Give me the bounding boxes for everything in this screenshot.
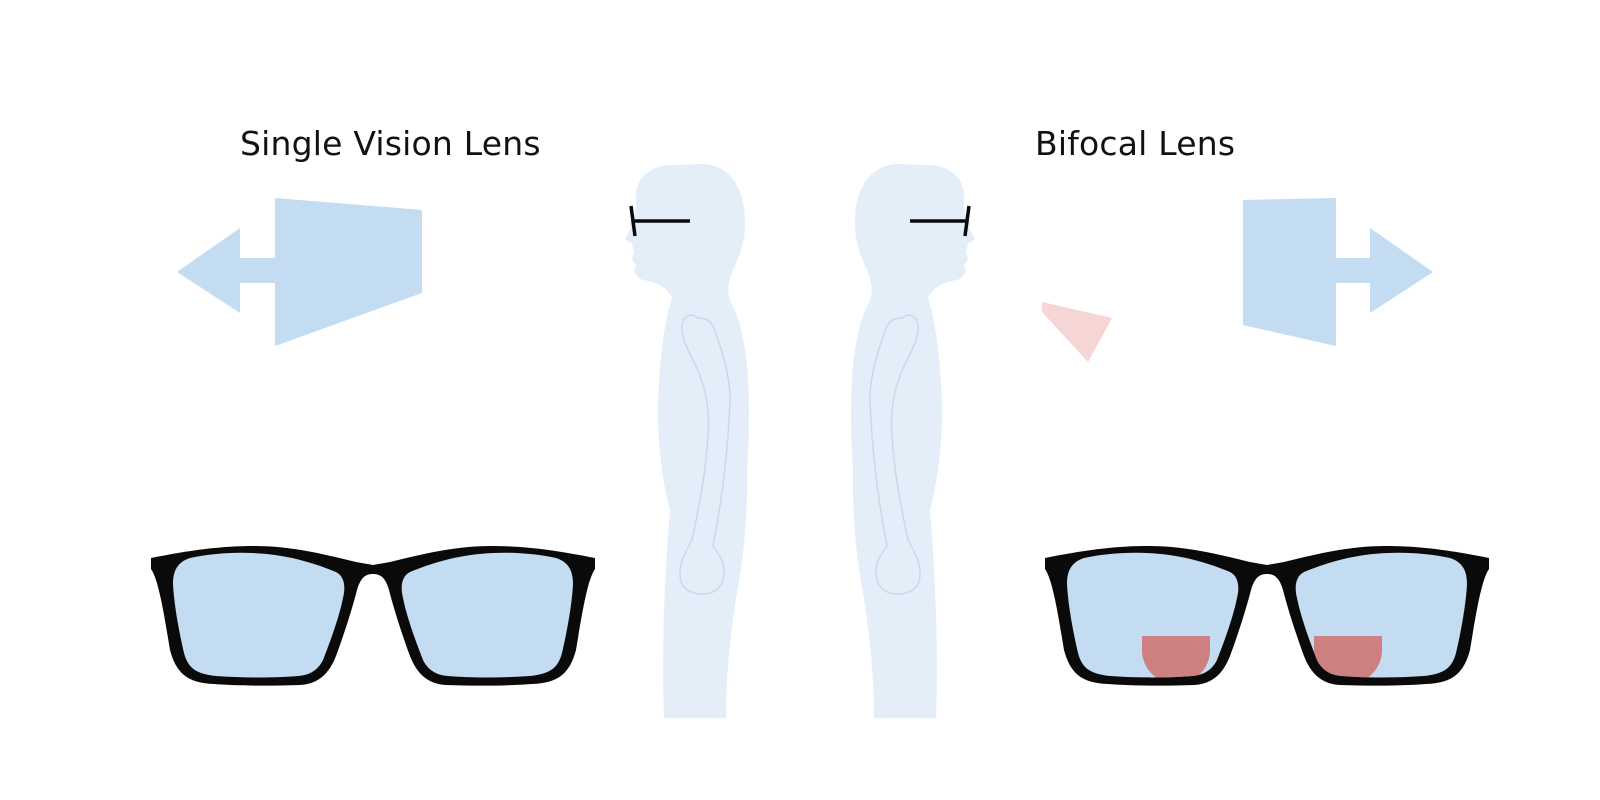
right-arrow-field-icon [1243,198,1433,346]
near-vision-cone-icon [1042,302,1112,362]
spectacles-profile-icon [910,205,971,237]
lens-left [173,552,345,678]
left-arrow-field-icon [177,198,422,346]
person-silhouette-left [625,164,750,718]
person-silhouette-right [850,164,975,718]
glasses-single-vision-icon [151,546,595,686]
glasses-bifocal-icon [1045,546,1489,686]
spectacles-profile-icon [629,205,690,237]
bifocal-title: Bifocal Lens [1035,124,1236,163]
near-zone-segment-right [1314,636,1382,678]
lens-right [401,552,573,678]
single-vision-title: Single Vision Lens [240,124,541,163]
near-zone-segment-left [1142,636,1210,678]
